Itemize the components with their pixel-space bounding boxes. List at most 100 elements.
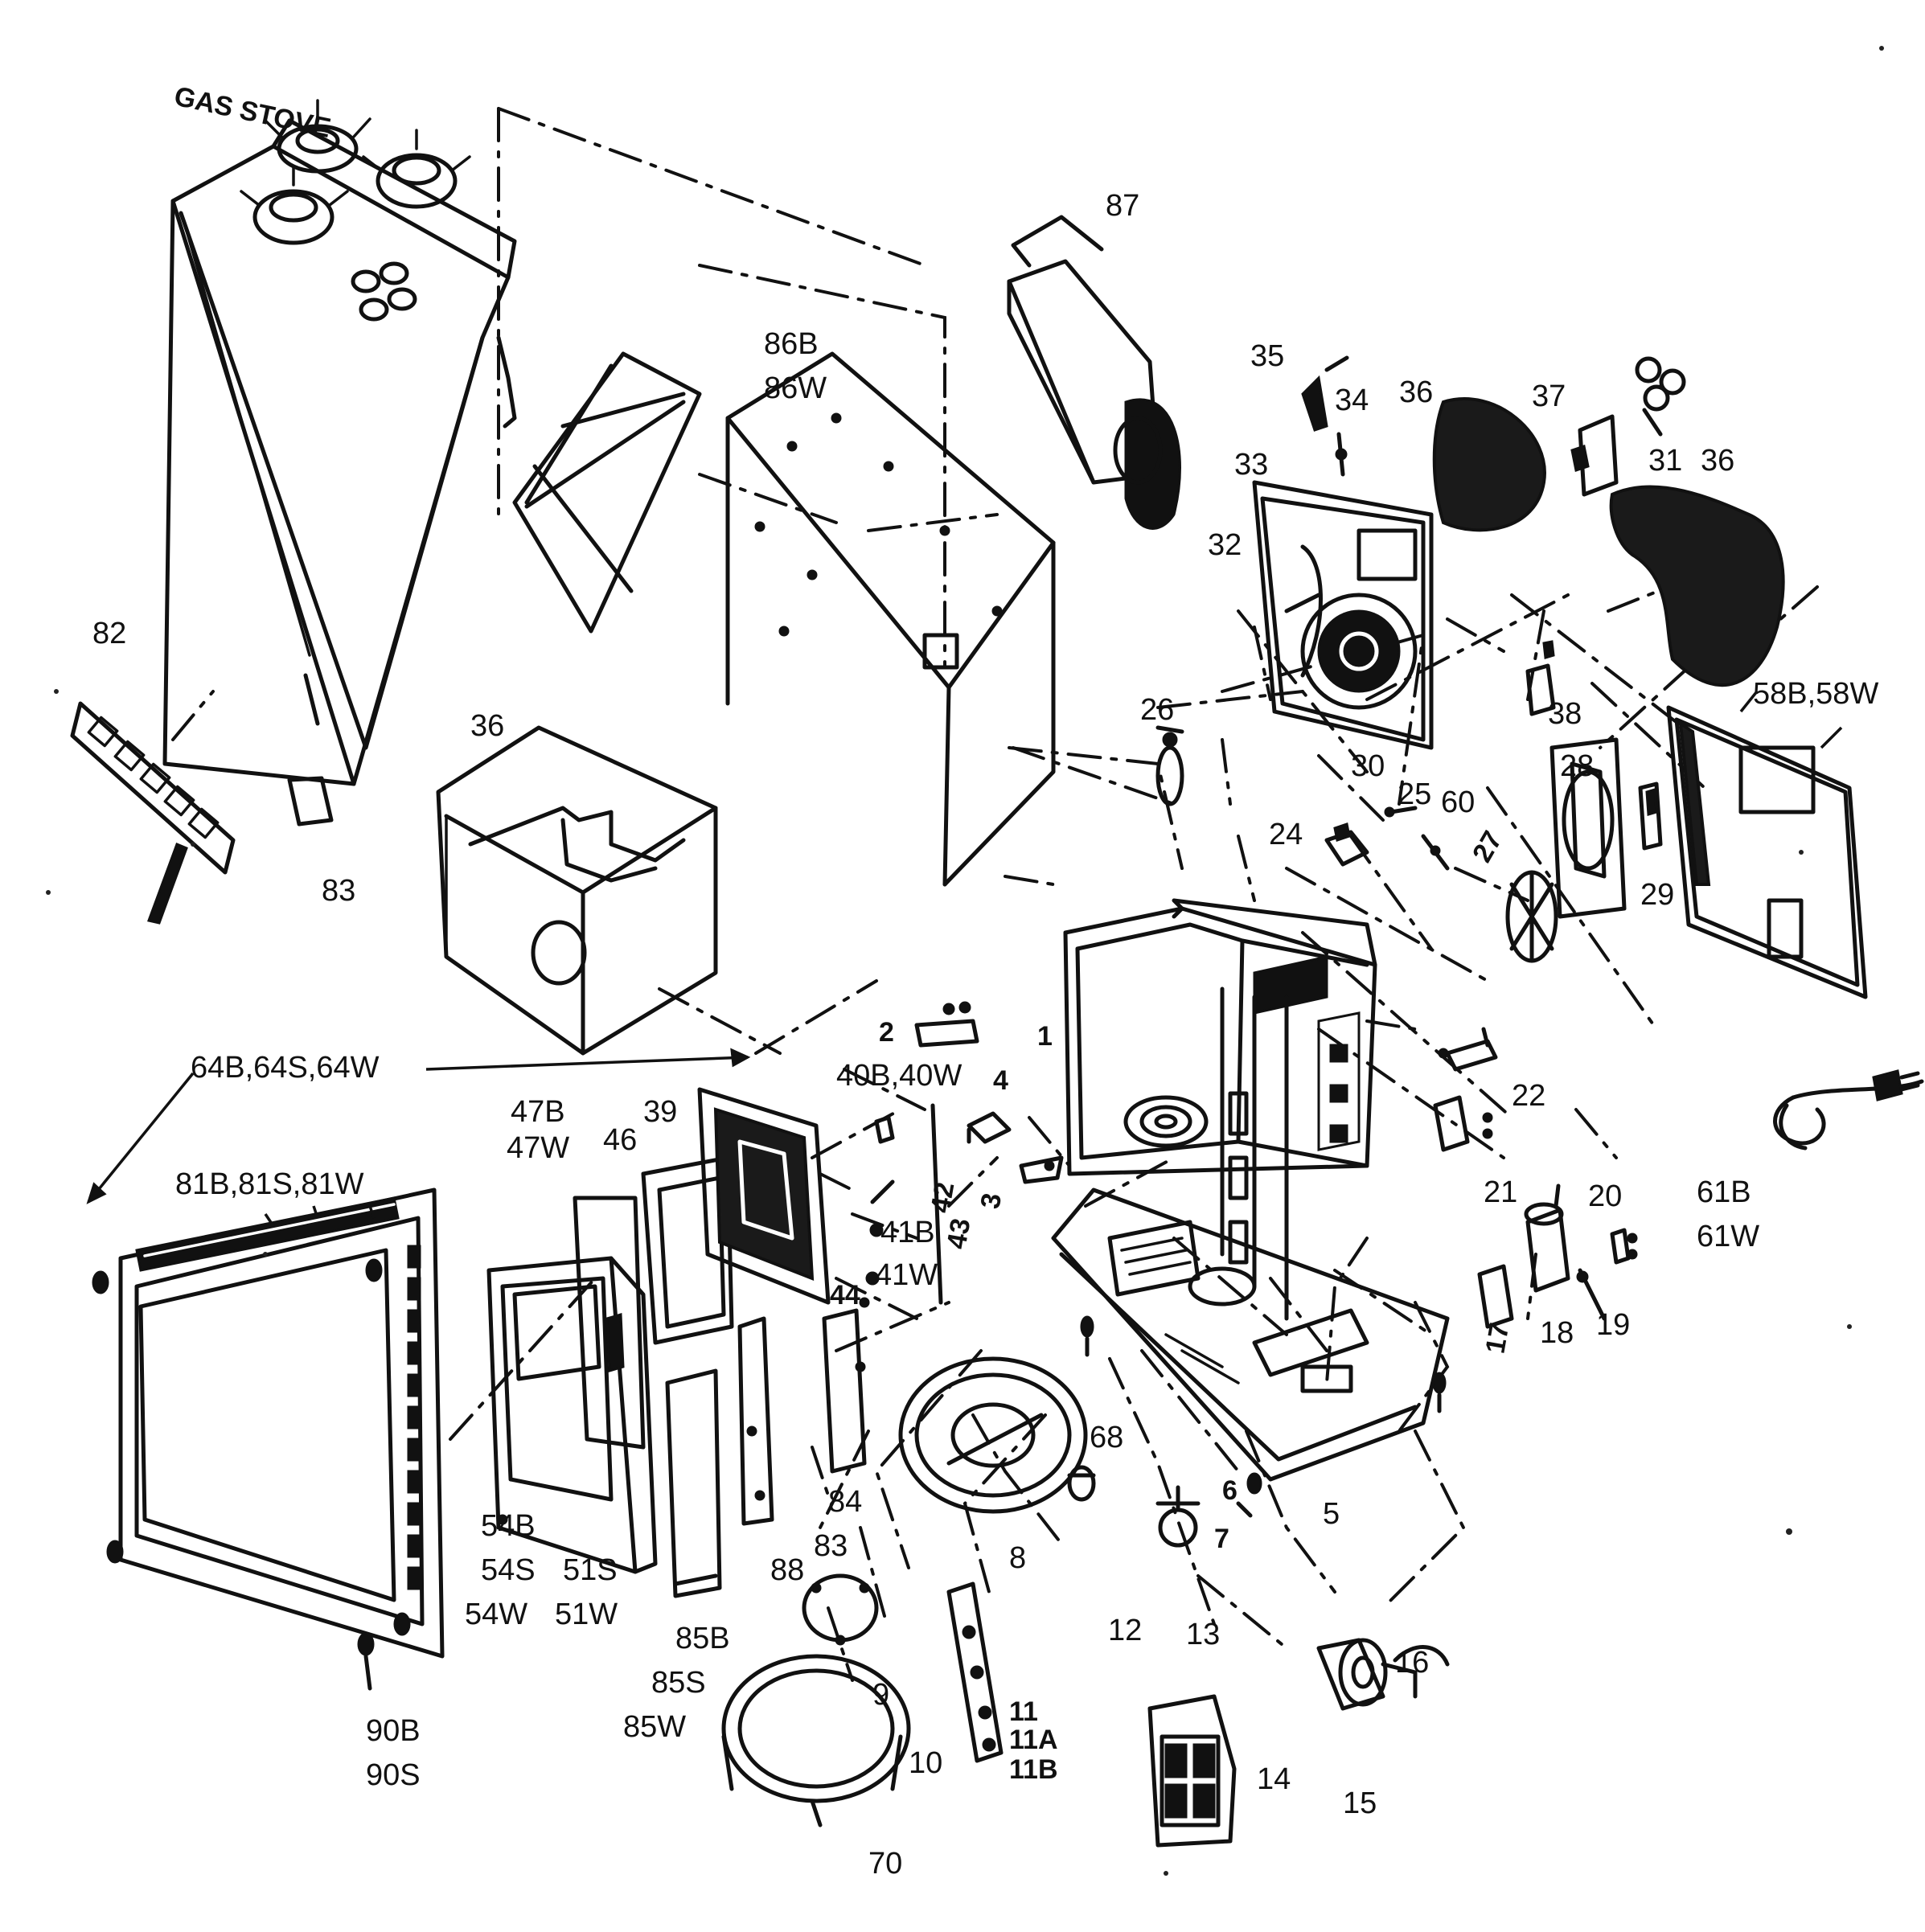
label-13: 13	[1186, 1618, 1220, 1651]
bracket-29	[1638, 781, 1663, 851]
label-61b: 61B	[1697, 1175, 1751, 1209]
turntable-8	[898, 1356, 1088, 1514]
label-51w: 51W	[555, 1598, 618, 1631]
label-10: 10	[909, 1746, 942, 1780]
cover-panel-x	[512, 351, 702, 634]
label-38: 38	[1548, 697, 1582, 731]
capacitor-18	[1524, 1183, 1570, 1293]
label-7: 7	[1214, 1524, 1229, 1554]
rod-42	[930, 1103, 943, 1305]
label-40: 40B,40W	[836, 1059, 962, 1093]
glass-tray-70	[721, 1654, 911, 1827]
pin-25	[1384, 806, 1418, 818]
label-82: 82	[92, 617, 126, 650]
label-33: 33	[1234, 448, 1268, 482]
panel-84	[822, 1308, 867, 1474]
label-60: 60	[1441, 786, 1475, 819]
label-37: 37	[1532, 379, 1566, 413]
fan-31	[1635, 356, 1686, 437]
label-1: 1	[1037, 1021, 1053, 1052]
insulation-box-36	[436, 725, 718, 1056]
reference-arrows	[86, 690, 1843, 1227]
label-22: 22	[1512, 1079, 1545, 1113]
label-29: 29	[1640, 878, 1674, 912]
pegs	[1080, 1315, 1447, 1413]
panel-88	[737, 1316, 774, 1526]
label-21: 21	[1484, 1175, 1517, 1209]
label-34: 34	[1335, 384, 1369, 417]
clip-26	[1155, 725, 1184, 806]
label-27: 27	[1467, 826, 1508, 868]
gas-stove-caption: GAS STOVE	[171, 81, 333, 144]
knob-83	[287, 776, 334, 827]
hinge-41	[865, 1179, 895, 1286]
label-61w: 61W	[1697, 1220, 1759, 1253]
label-41b: 41B	[880, 1216, 935, 1249]
label-32: 32	[1208, 528, 1242, 562]
label-58: 58B,58W	[1753, 677, 1878, 711]
label-31: 31	[1648, 444, 1682, 478]
back-plate-33	[1252, 480, 1434, 750]
bracket-3	[1019, 1155, 1064, 1184]
plate-17	[1477, 1264, 1514, 1329]
filter-cylinder-87	[1007, 215, 1181, 530]
outer-cabinet-86	[725, 351, 1056, 887]
label-85b: 85B	[675, 1622, 730, 1655]
label-86b: 86B	[764, 327, 819, 361]
label-70: 70	[868, 1847, 902, 1881]
panel-85	[665, 1368, 722, 1598]
fan-blade-27	[1505, 870, 1558, 963]
main-chassis-1	[1063, 898, 1377, 1321]
label-36-upper: 36	[1399, 375, 1433, 409]
label-83-bottom: 83	[814, 1529, 848, 1563]
bracket-4	[967, 1111, 1012, 1144]
label-36-box: 36	[470, 709, 504, 743]
door-mesh-39	[697, 1087, 831, 1305]
gasket-47	[573, 1196, 646, 1450]
screws-34-35	[1301, 355, 1349, 477]
screw-44	[859, 1297, 870, 1308]
label-46: 46	[603, 1123, 637, 1157]
label-28: 28	[1560, 749, 1594, 783]
label-41w: 41W	[875, 1258, 938, 1292]
label-5: 5	[1323, 1497, 1340, 1531]
label-47w: 47W	[507, 1131, 569, 1165]
label-88: 88	[770, 1553, 804, 1587]
magnetron-14	[1316, 1638, 1450, 1711]
switch-21	[1433, 1095, 1493, 1152]
label-64: 64B,64S,64W	[191, 1051, 380, 1085]
label-43: 43	[941, 1216, 976, 1252]
mesh-36-right	[1609, 485, 1785, 687]
bracket-22	[1438, 1027, 1498, 1072]
fuse-20	[1610, 1228, 1638, 1265]
diode-19	[1576, 1268, 1607, 1321]
label-86w: 86W	[764, 371, 827, 405]
label-24: 24	[1269, 818, 1303, 851]
screws-6-7	[1236, 1472, 1262, 1518]
control-panel-82	[70, 701, 236, 925]
label-85s: 85S	[651, 1666, 706, 1700]
label-54w: 54W	[465, 1598, 527, 1631]
choke-frame-46	[641, 1155, 734, 1345]
label-54b: 54B	[481, 1509, 536, 1543]
fan-motor-28	[1549, 737, 1627, 919]
coupler-68	[1067, 1465, 1096, 1502]
bracket-2	[914, 1001, 979, 1048]
label-30: 30	[1351, 749, 1385, 783]
label-90s: 90S	[366, 1758, 421, 1792]
label-17: 17	[1480, 1321, 1515, 1356]
label-42: 42	[925, 1180, 960, 1216]
label-25: 25	[1398, 777, 1431, 811]
label-11b: 11B	[1009, 1754, 1058, 1785]
inner-door-54	[486, 1256, 658, 1574]
part-labels: 87 86B 86W 35 34 36 37 31 36 33 32 30 38…	[92, 189, 1878, 1881]
specks	[46, 46, 1884, 1876]
side-panel-58	[1666, 705, 1868, 999]
part-13	[1155, 1485, 1201, 1548]
label-90b: 90B	[366, 1714, 421, 1748]
label-16: 16	[1395, 1646, 1429, 1680]
label-18: 18	[1540, 1316, 1574, 1350]
label-51s: 51S	[563, 1553, 618, 1587]
latch-10	[946, 1581, 1004, 1763]
